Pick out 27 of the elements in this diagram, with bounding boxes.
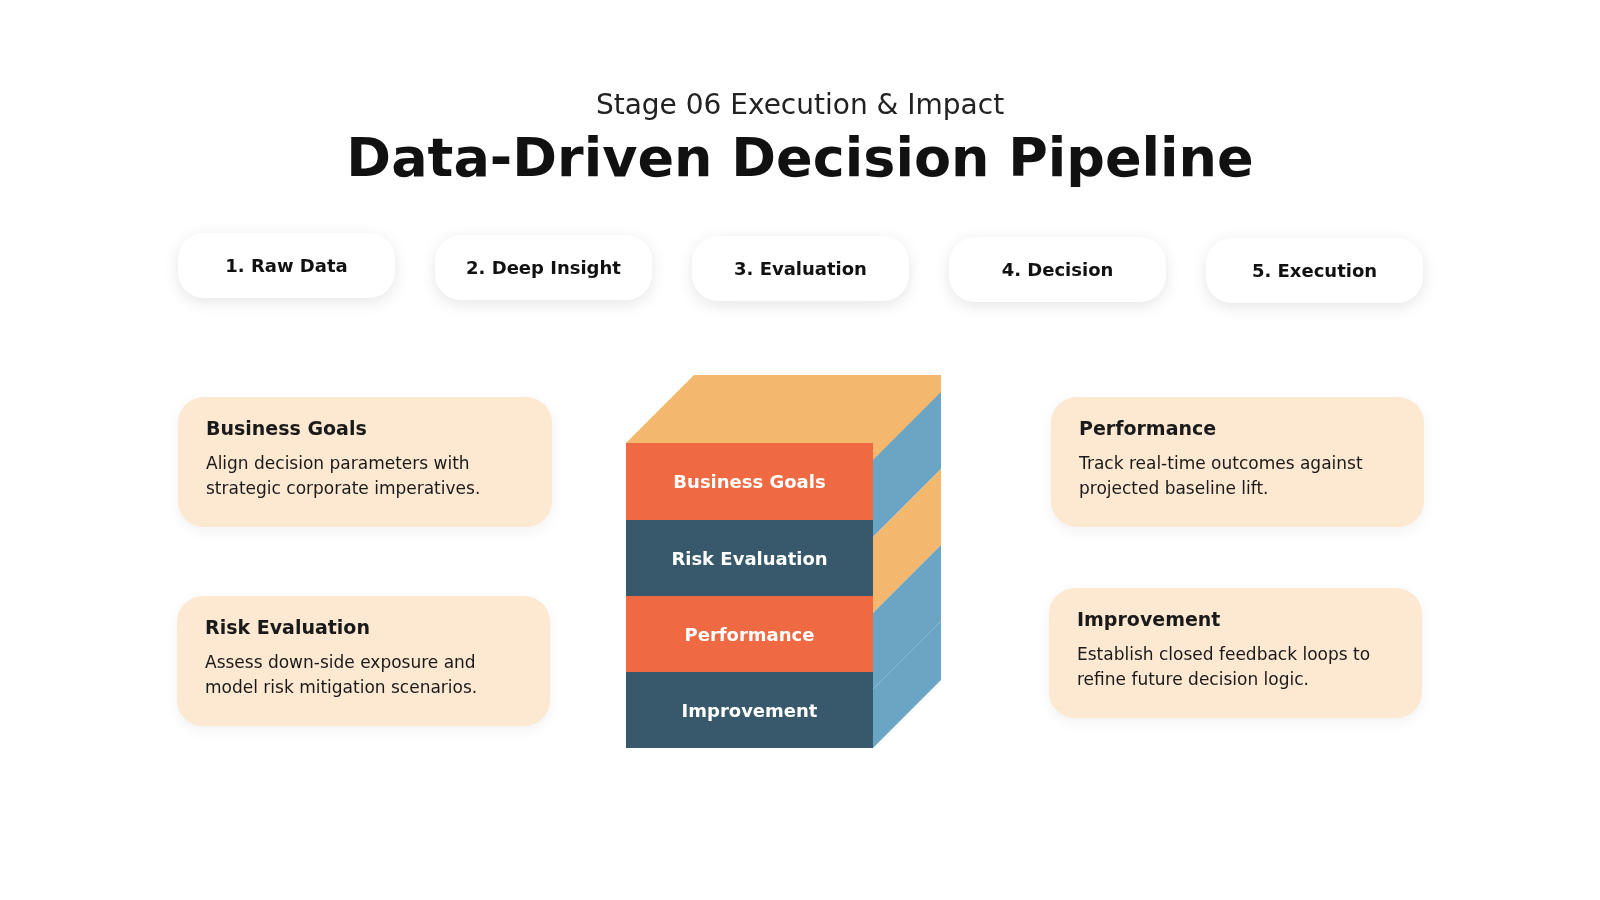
info-card (178, 397, 552, 527)
info-card (177, 596, 550, 726)
stage-label: 5. Execution (1251, 260, 1378, 281)
layer-label: Business Goals (673, 471, 826, 492)
layer-label: Improvement (681, 699, 818, 721)
card-description: Track real-time outcomes against projected baseline lift. (1079, 452, 1364, 500)
info-card (1051, 397, 1424, 527)
subtitle: Stage 06 Execution & Impact (595, 88, 1005, 121)
card-description: Establish closed feedback loops to refine future decision logic. (1077, 643, 1372, 691)
card-heading: Improvement (1077, 608, 1222, 630)
title: Data-Driven Decision Pipeline (346, 126, 1254, 189)
stage-label: 3. Evaluation (734, 258, 867, 279)
card-description: Assess down-side exposure and model risk mitigation scenarios. (205, 651, 479, 699)
layer-label: Risk Evaluation (671, 547, 828, 569)
layer-label: Performance (684, 623, 815, 645)
stage-label: 1. Raw Data (225, 255, 348, 276)
stage-label: 4. Decision (1001, 259, 1114, 280)
block-layer (626, 596, 873, 672)
stage-label: 2. Deep Insight (466, 257, 621, 278)
card-heading: Business Goals (206, 417, 368, 439)
card-description: Align decision parameters with strategic corporate imperatives. (206, 452, 482, 500)
block-layer (626, 443, 873, 520)
card-heading: Risk Evaluation (205, 616, 371, 638)
block-layer (626, 520, 873, 596)
block-layer (626, 672, 873, 748)
card-heading: Performance (1079, 417, 1218, 439)
info-card (1049, 588, 1422, 718)
